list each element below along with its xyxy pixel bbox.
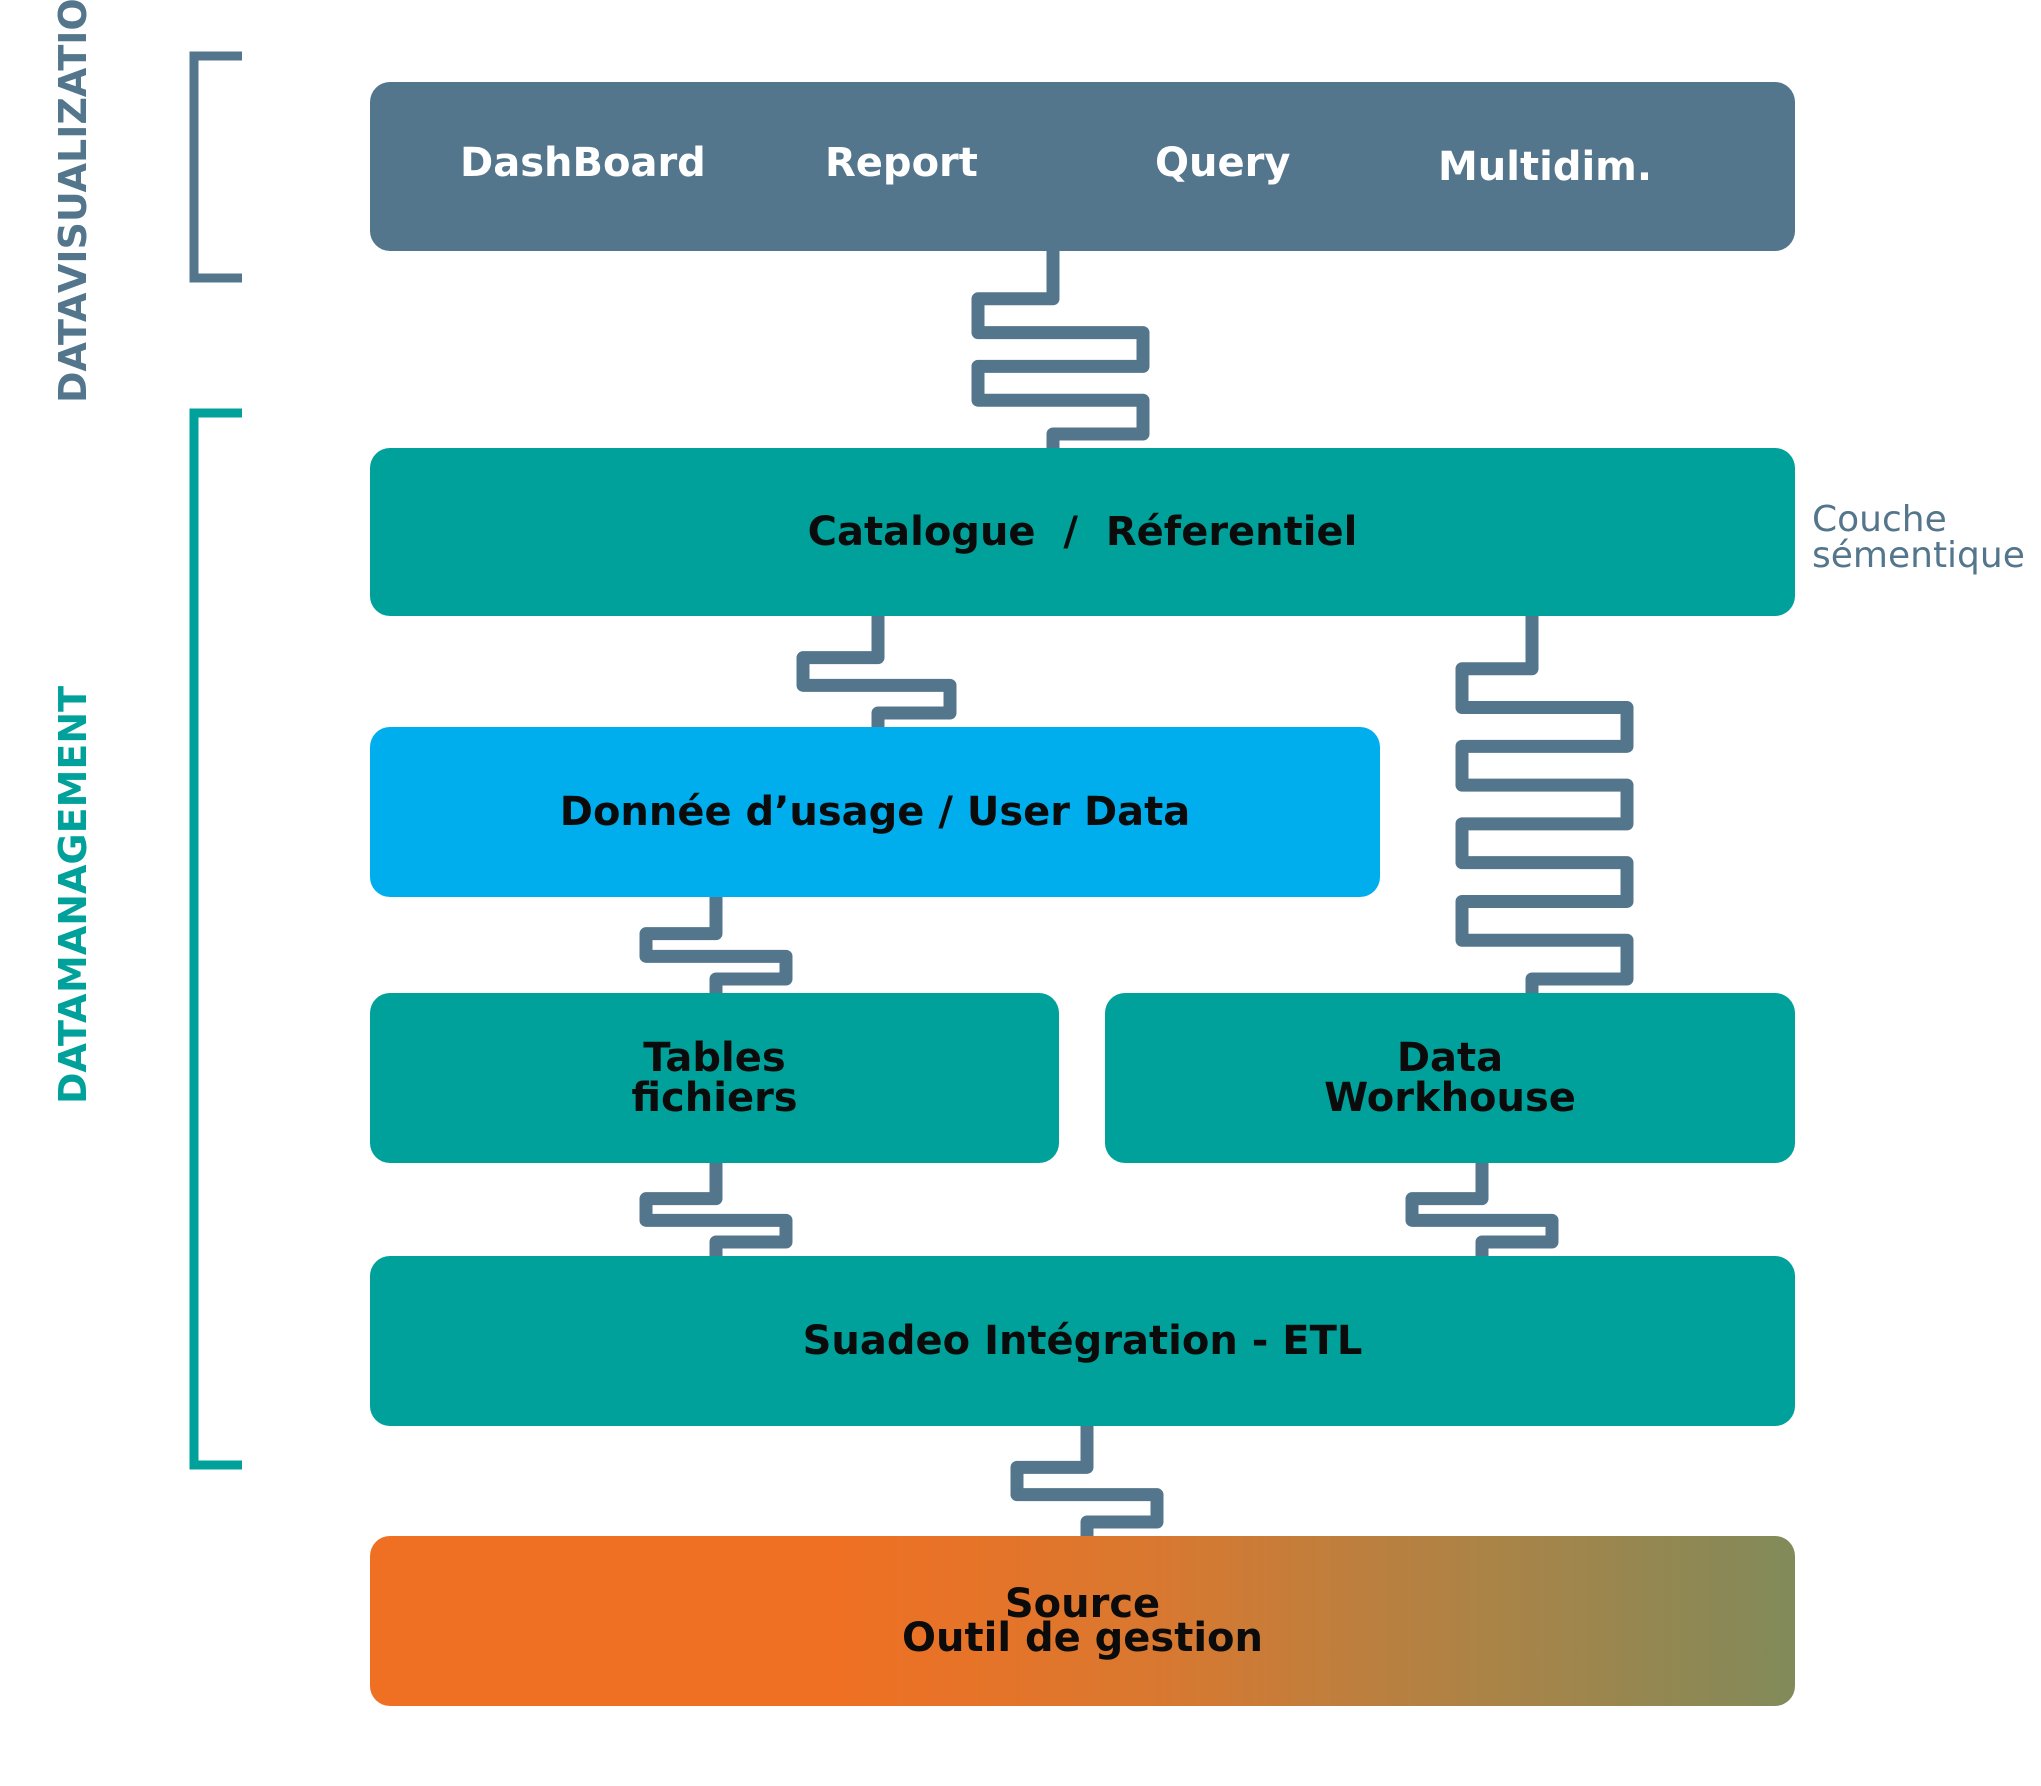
couche-semantique-label: Couche sémentique: [1812, 502, 2025, 574]
connector-catalogue-userdata: [796, 609, 957, 734]
couche-line-1: Couche: [1812, 499, 1947, 540]
etl-box: Suadeo Intégration - ETL: [370, 1256, 1795, 1426]
connector-catalogue-dwh: [1455, 609, 1634, 1000]
connector-tables-etl: [639, 1156, 793, 1263]
connector-etl-source: [1010, 1419, 1164, 1543]
connector-dwh-etl: [1405, 1156, 1559, 1263]
user-data-label: Donnée d’usage / User Data: [559, 789, 1191, 835]
connectors: [639, 244, 1634, 1543]
etl-label: Suadeo Intégration - ETL: [802, 1318, 1363, 1364]
visualization-bracket: [189, 51, 242, 283]
catalogue-referentiel-box: Catalogue / Réferentiel: [370, 448, 1795, 616]
tables-line-1: Tables: [643, 1035, 786, 1081]
couche-line-2: sémentique: [1812, 535, 2025, 576]
catalogue-label: Catalogue / Réferentiel: [807, 509, 1358, 555]
management-bracket: [189, 408, 242, 1470]
connector-viz-catalogue: [971, 244, 1150, 455]
dwh-line-2: Workhouse: [1324, 1075, 1576, 1121]
query-item: Query: [1155, 140, 1291, 186]
source-line-2: Outil de gestion: [902, 1615, 1263, 1661]
data-management-label: DATA MANAGEMENT: [51, 686, 95, 1103]
tables-line-2: fichiers: [631, 1075, 798, 1121]
user-data-box: Donnée d’usage / User Data: [370, 727, 1380, 897]
visualization-layer-box: DashBoard Report Query Multidim.: [370, 82, 1795, 251]
dwh-line-1: Data: [1396, 1035, 1504, 1081]
multidim-item: Multidim.: [1438, 144, 1653, 190]
report-item: Report: [825, 140, 978, 186]
dashboard-item: DashBoard: [460, 140, 706, 186]
label-line-2: MANAGEMENT: [51, 686, 95, 994]
label-line-2: VISUALIZATION: [51, 0, 95, 294]
label-line-1: DATA: [51, 293, 95, 404]
label-line-1: DATA: [51, 993, 95, 1104]
source-line-1: Source: [1004, 1581, 1161, 1627]
connector-userdata-tables: [639, 890, 793, 1000]
data-warehouse-box: Data Workhouse: [1105, 993, 1795, 1163]
data-visualization-label: DATA VISUALIZATION: [51, 0, 95, 403]
tables-fichiers-box: Tables fichiers: [370, 993, 1059, 1163]
source-box: Source Outil de gestion: [370, 1536, 1795, 1706]
